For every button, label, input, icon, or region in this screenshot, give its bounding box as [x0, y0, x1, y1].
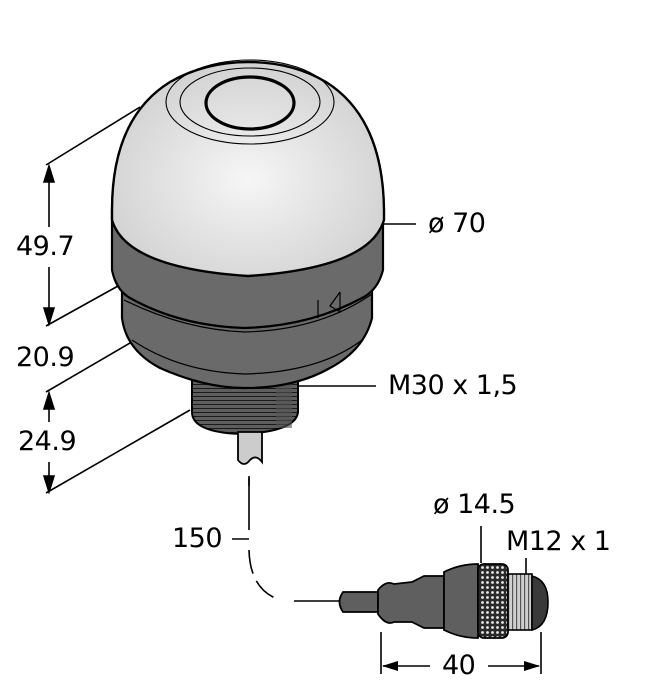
dimension-connector-length: 40: [442, 650, 476, 681]
m12-connector: [338, 563, 549, 639]
dimension-mount-thread: M30 x 1,5: [388, 370, 518, 401]
dimension-body-diameter: ø 70: [428, 208, 486, 239]
dimension-cable-length: 150: [172, 523, 223, 554]
connector-dimension-arrows: [382, 661, 540, 671]
dimension-arrows-left: [42, 163, 56, 495]
cable-path: [232, 476, 344, 602]
dimension-housing-height: 20.9: [16, 342, 75, 373]
cable-stub: [237, 431, 263, 465]
dimension-mount-height: 24.9: [18, 426, 77, 457]
dimension-extension-lines: [45, 106, 191, 494]
dimension-dome-height: 49.7: [16, 231, 75, 262]
dimension-connector-diameter: ø 14.5: [433, 489, 516, 520]
dome-lens: [110, 59, 386, 278]
dimension-connector-thread: M12 x 1: [506, 526, 611, 557]
